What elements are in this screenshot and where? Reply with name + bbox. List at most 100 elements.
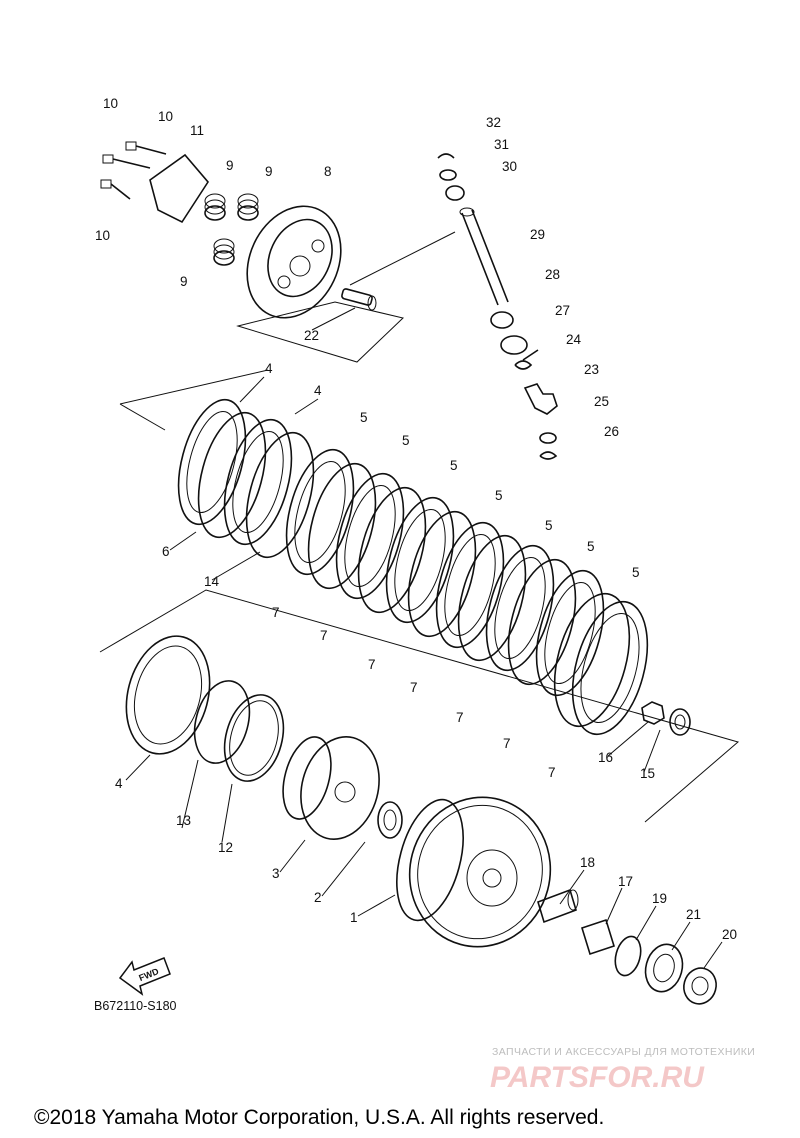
friction-plate-5-f [535, 569, 605, 697]
clutch-boss-housing-group [125, 635, 717, 1005]
callout: 5 [450, 458, 458, 473]
callout: 3 [272, 866, 280, 881]
callout: 18 [580, 855, 595, 870]
clutch-plate-7-b [357, 486, 427, 614]
copyright-footer: ©2018 Yamaha Motor Corporation, U.S.A. A… [34, 1106, 604, 1129]
callout: 9 [180, 274, 188, 289]
callout: 15 [640, 766, 655, 781]
washer-25 [539, 432, 557, 444]
fwd-arrow-icon: FWD [118, 957, 171, 996]
callout: 5 [495, 488, 503, 503]
callout: 25 [594, 394, 609, 409]
callout: 5 [587, 539, 595, 554]
circlip-32 [437, 153, 455, 159]
bearing-30 [445, 185, 465, 201]
callout-labels: 1 2 3 4 4 4 5 5 5 5 5 5 5 5 5 6 7 7 7 7 … [95, 96, 737, 942]
bolt-10-a [102, 154, 151, 169]
pressure-plate-8 [246, 205, 342, 319]
watermark-tagline: ЗАПЧАСТИ И АКСЕССУАРЫ ДЛЯ МОТОТЕХНИКИ [492, 1046, 755, 1058]
push-rod-22 [341, 288, 377, 311]
callout: 7 [456, 710, 464, 725]
spring-seat-12 [223, 694, 285, 782]
callout: 5 [402, 433, 410, 448]
callout: 28 [545, 267, 560, 282]
friction-plate-4-b [223, 418, 293, 546]
callout: 12 [218, 840, 233, 855]
clutch-boss-3 [282, 736, 380, 840]
callout: 9 [226, 158, 234, 173]
callout: 4 [314, 383, 322, 398]
callout: 31 [494, 137, 509, 152]
callout: 4 [115, 776, 123, 791]
callout: 23 [584, 362, 599, 377]
friction-plate-5-g [571, 600, 649, 736]
primary-driven-gear-1 [396, 796, 552, 948]
callout: 27 [555, 303, 570, 318]
spring-24 [514, 349, 539, 370]
diagram-code: B672110-S180 [94, 999, 177, 1013]
friction-plate-5-c [385, 496, 455, 624]
callout: 8 [324, 164, 332, 179]
leader-lines [125, 307, 723, 969]
callout: 11 [190, 123, 204, 138]
callout: 1 [350, 910, 358, 925]
washer-31 [439, 169, 457, 181]
wire-circlip-13 [193, 680, 251, 764]
spring-9-c [213, 238, 235, 266]
friction-plate-5-e [485, 544, 555, 672]
callout: 10 [103, 96, 118, 111]
clutch-plate-stack [99, 369, 740, 823]
callout: 10 [95, 228, 110, 243]
callout: 7 [272, 605, 280, 620]
friction-plate-5-d [435, 521, 505, 649]
callout: 26 [604, 424, 619, 439]
clutch-plate-6 [197, 411, 267, 539]
callout: 7 [410, 680, 418, 695]
push-lever-23 [523, 383, 558, 415]
callout: 5 [360, 410, 368, 425]
clutch-plate-7-c [407, 510, 477, 638]
friction-plate-4-c [125, 635, 211, 755]
callout: 32 [486, 115, 501, 130]
callout: 9 [265, 164, 273, 179]
sprocket-21 [644, 943, 684, 993]
washer-15 [669, 708, 691, 736]
friction-plate-4-a [177, 398, 247, 526]
callout: 19 [652, 891, 667, 906]
callout: 7 [368, 657, 376, 672]
circlip-26 [539, 451, 558, 460]
callout: 7 [320, 628, 328, 643]
spring-plate-11 [149, 153, 209, 224]
callout: 14 [204, 574, 220, 589]
callout: 24 [566, 332, 582, 347]
clutch-plate-7-e [507, 558, 577, 686]
callout: 22 [304, 328, 319, 343]
needle-bearing-17 [581, 918, 615, 956]
thrust-washer-2 [377, 801, 403, 839]
clutch-plate-7-f [553, 592, 631, 728]
spring-9-b [237, 193, 259, 221]
clutch-plate-14 [245, 431, 315, 559]
push-shaft-29 [459, 207, 509, 306]
callout: 30 [502, 159, 517, 174]
callout: 21 [686, 907, 701, 922]
callout: 20 [722, 927, 737, 942]
callout: 6 [162, 544, 170, 559]
o-ring-19 [614, 935, 642, 977]
clutch-plate-7-a [307, 462, 377, 590]
callout: 2 [314, 890, 322, 905]
friction-plate-5-b [335, 472, 405, 600]
bolt-10-b [125, 141, 167, 155]
friction-plate-5-a [285, 448, 355, 576]
push-lever-assembly [437, 153, 558, 460]
oil-seal-28 [490, 311, 514, 329]
callout: 7 [503, 736, 511, 751]
callout: 5 [545, 518, 553, 533]
callout: 7 [548, 765, 556, 780]
spacer-18 [537, 888, 579, 924]
callout: 4 [265, 361, 273, 376]
watermark-brand: PARTSFOR.RU [490, 1061, 705, 1094]
clutch-plate-7-d [457, 534, 527, 662]
callout: 5 [632, 565, 640, 580]
